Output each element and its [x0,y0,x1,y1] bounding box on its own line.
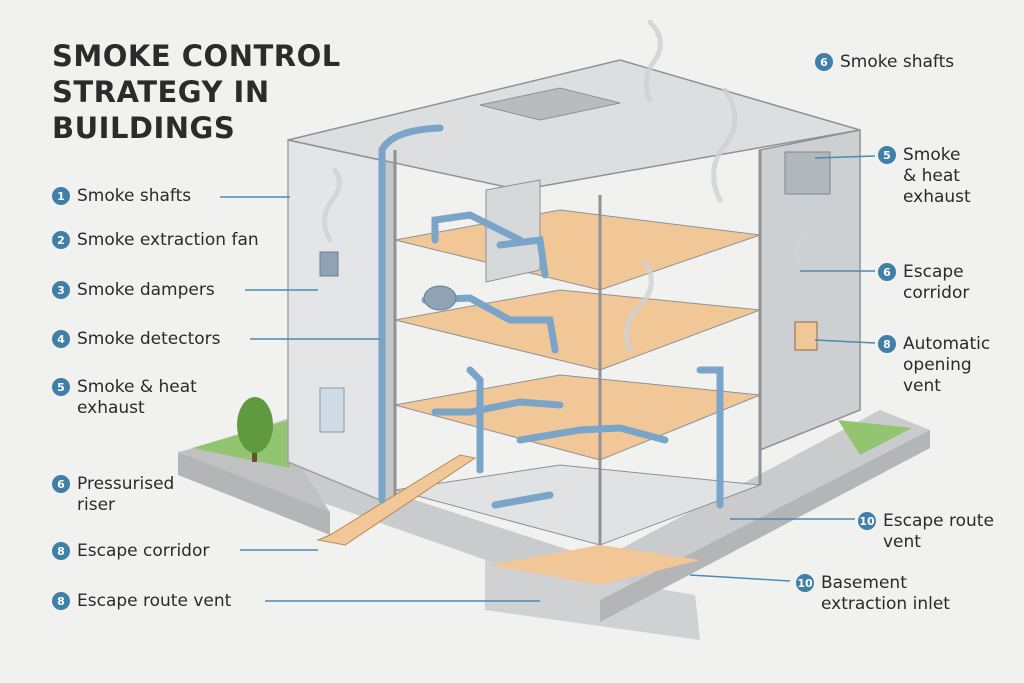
smoke-plumes [322,19,808,353]
callout-text: Smoke detectors [77,329,221,349]
callout-number-badge: 5 [52,378,70,396]
callout-number-badge: 6 [878,263,896,281]
callout-number-badge: 2 [52,231,70,249]
callout-text: Automatic opening vent [903,334,991,396]
floor-2 [394,374,761,461]
callout-smoke-shafts: 1 Smoke shafts [52,186,191,207]
base-plinth-right [600,430,930,622]
callout-text: Smoke & heat exhaust [77,377,197,418]
callout-number-badge: 10 [796,574,814,592]
callout-pressurised-riser: 6 Pressurised riser [52,474,174,516]
callout-escape-corridor: 8 Escape corridor [52,541,209,562]
roof-hatch [479,87,621,121]
callout-automatic-opening-vent: 8 Automatic opening vent [878,334,990,397]
callout-escape-route-vent: 8 Escape route vent [52,591,231,612]
callout-text: Escape route vent [883,511,994,552]
callout-number-badge: 6 [52,475,70,493]
callout-number-badge: 5 [878,146,896,164]
callout-smoke-shafts-right: 6 Smoke shafts [815,52,954,73]
callout-text: Basement extraction inlet [821,573,950,614]
grass-right [838,420,912,455]
page-title: SMOKE CONTROL STRATEGY IN BUILDINGS [52,38,372,146]
right-louvre [784,151,831,195]
callout-smoke-heat-exhaust-right: 5 Smoke & heat exhaust [878,145,971,208]
callout-smoke-detectors: 4 Smoke detectors [52,329,221,350]
title-line: SMOKE CONTROL [52,39,341,73]
callout-text: Smoke extraction fan [77,230,259,250]
callout-smoke-heat-exhaust: 5 Smoke & heat exhaust [52,377,197,419]
callout-text: Escape route vent [77,591,232,611]
callout-number-badge: 8 [52,542,70,560]
tower-window [319,387,345,433]
callout-smoke-dampers: 3 Smoke dampers [52,280,215,301]
callout-smoke-extraction-fan: 2 Smoke extraction fan [52,230,259,251]
callout-number-badge: 1 [52,187,70,205]
callout-number-badge: 3 [52,281,70,299]
callout-escape-corridor-right: 6 Escape corridor [878,262,969,304]
base-plinth [485,560,700,640]
callout-escape-route-vent-right: 10 Escape route vent [858,511,994,553]
callout-text: Escape corridor [903,262,970,303]
callout-number-badge: 8 [52,592,70,610]
tree-crown [237,397,273,453]
right-vent [794,321,818,351]
floor-4 [394,209,761,291]
interior-partition [485,179,541,283]
callout-text: Smoke dampers [77,280,215,300]
title-line: STRATEGY IN [52,75,270,109]
callout-text: Escape corridor [77,541,210,561]
callout-text: Smoke shafts [840,52,955,72]
callout-number-badge: 6 [815,53,833,71]
callout-number-badge: 4 [52,330,70,348]
callout-basement-extraction-inlet: 10 Basement extraction inlet [796,573,950,615]
callout-text: Pressurised riser [77,474,175,515]
title-line: BUILDINGS [52,111,236,145]
escape-ramp [316,454,477,546]
callout-number-badge: 10 [858,512,876,530]
callout-number-badge: 8 [878,335,896,353]
base-plinth-front [178,452,330,535]
tower-fan-unit [319,251,339,277]
callout-text: Smoke & heat exhaust [903,145,971,207]
fan-housing [423,285,457,311]
escape-corridor-floor [490,545,700,585]
callout-text: Smoke shafts [77,186,192,206]
